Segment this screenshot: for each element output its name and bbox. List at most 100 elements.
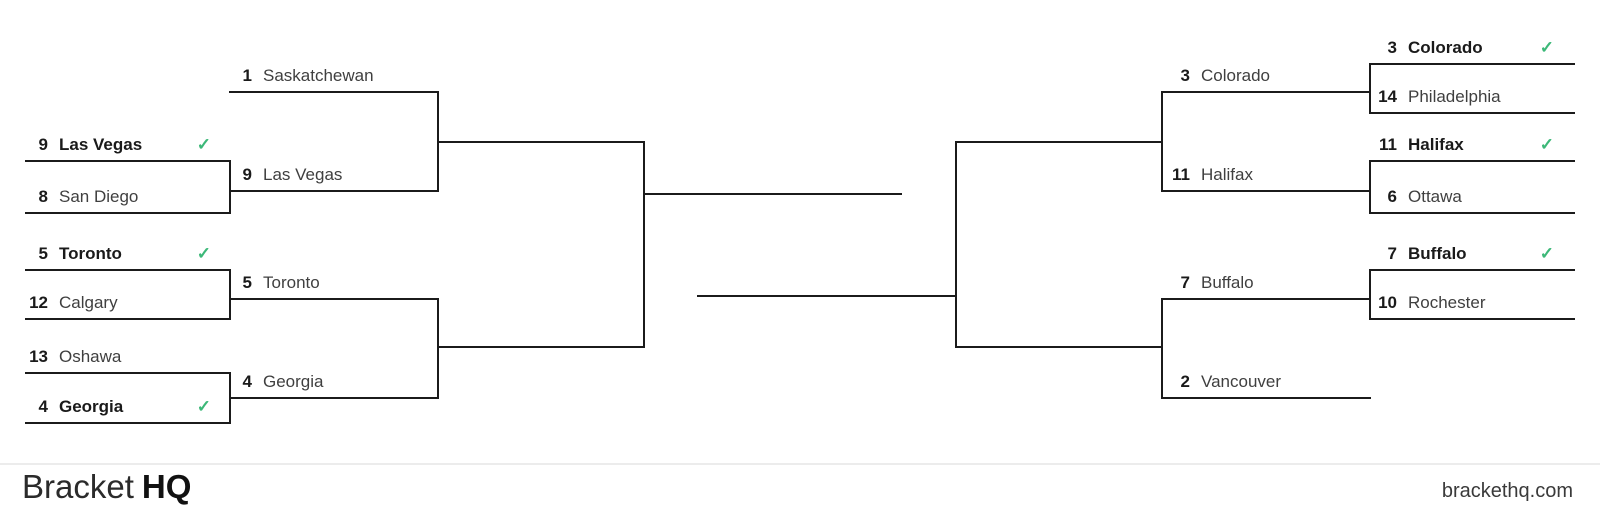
slot-r1-rochester: 10 Rochester (1377, 293, 1568, 313)
team-name: Georgia (263, 372, 324, 391)
bracket-line (437, 141, 645, 143)
team-name: Colorado (1408, 38, 1483, 57)
team-name: Vancouver (1201, 372, 1282, 391)
team-seed: 7 (1180, 273, 1190, 292)
slot-r1-toronto: 5 Toronto ✓ (28, 244, 225, 264)
bracket-line (643, 193, 902, 195)
team-seed: 10 (1378, 293, 1397, 312)
bracket-line (1369, 269, 1371, 320)
bracket-line (1161, 298, 1163, 399)
team-name: Las Vegas (263, 165, 343, 184)
brand-text-bold: HQ (141, 468, 192, 505)
team-name: Saskatchewan (263, 66, 374, 85)
slot-r2-buffalo: 7 Buffalo (1170, 273, 1355, 293)
team-seed: 1 (242, 66, 252, 85)
bracket-line (643, 141, 645, 348)
slot-r1-oshawa: 13 Oshawa (28, 347, 225, 367)
team-seed: 4 (242, 372, 252, 391)
bracket-line (1161, 190, 1371, 192)
team-seed: 12 (29, 293, 48, 312)
bracket-line (1369, 318, 1575, 320)
slot-r1-calgary: 12 Calgary (28, 293, 225, 313)
team-seed: 2 (1180, 372, 1190, 391)
team-seed: 13 (29, 347, 48, 366)
winner-check-icon: ✓ (196, 244, 211, 263)
slot-r2-las-vegas: 9 Las Vegas (232, 165, 422, 185)
bracket-line (955, 141, 1163, 143)
winner-check-icon: ✓ (1539, 244, 1554, 263)
team-seed: 8 (38, 187, 48, 206)
bracket-line (1161, 397, 1371, 399)
team-seed: 3 (1387, 38, 1397, 57)
bracket-line (25, 269, 231, 271)
team-seed: 11 (1379, 135, 1397, 154)
winner-check-icon: ✓ (196, 135, 211, 154)
slot-r1-las-vegas: 9 Las Vegas ✓ (28, 135, 225, 155)
team-name: Toronto (263, 273, 320, 292)
bracket-line (25, 318, 231, 320)
team-name: Oshawa (59, 347, 122, 366)
bracket-line (229, 397, 439, 399)
team-name: Buffalo (1201, 273, 1254, 292)
bracket-line (25, 160, 231, 162)
bracket-line (229, 269, 231, 320)
bracket-line (1369, 160, 1575, 162)
slot-r2-colorado: 3 Colorado (1170, 66, 1355, 86)
team-name: Halifax (1201, 165, 1253, 184)
team-name: Georgia (59, 397, 124, 416)
slot-r1-san-diego: 8 San Diego (28, 187, 225, 207)
slot-r1-buffalo: 7 Buffalo ✓ (1377, 244, 1568, 264)
slot-r1-halifax: 11 Halifax ✓ (1377, 135, 1568, 155)
slot-r2-saskatchewan: 1 Saskatchewan (232, 66, 422, 86)
bracket-line (229, 160, 231, 214)
team-seed: 3 (1180, 66, 1190, 85)
winner-check-icon: ✓ (196, 397, 211, 416)
bracket-line (229, 91, 439, 93)
winner-check-icon: ✓ (1539, 135, 1554, 154)
team-name: Halifax (1408, 135, 1464, 154)
winner-check-icon: ✓ (1539, 38, 1554, 57)
bracket-line (1369, 112, 1575, 114)
bracket-line (25, 372, 231, 374)
site-link[interactable]: brackethq.com (1441, 480, 1573, 502)
brand-text-light: Bracket (22, 468, 134, 505)
team-seed: 9 (38, 135, 48, 154)
bracket-line (955, 346, 1163, 348)
team-seed: 6 (1387, 187, 1397, 206)
slot-r1-ottawa: 6 Ottawa (1377, 187, 1568, 207)
team-name: Buffalo (1408, 244, 1467, 263)
bracket-line (955, 141, 957, 348)
slot-r2-toronto: 5 Toronto (232, 273, 422, 293)
bracket-line (1369, 63, 1575, 65)
bracket-line (1369, 212, 1575, 214)
bracket-line (1161, 91, 1371, 93)
team-seed: 9 (242, 165, 252, 184)
team-seed: 5 (38, 244, 48, 263)
team-name: Rochester (1408, 293, 1486, 312)
bracket-line (1369, 63, 1371, 114)
team-seed: 5 (242, 273, 252, 292)
team-seed: 4 (38, 397, 48, 416)
team-name: San Diego (59, 187, 139, 206)
bracket-line (437, 346, 645, 348)
team-name: Toronto (59, 244, 122, 263)
team-name: Las Vegas (59, 135, 143, 154)
team-name: Calgary (59, 293, 118, 312)
team-name: Ottawa (1408, 187, 1462, 206)
bracket-line (697, 295, 957, 297)
bracket-line (437, 298, 439, 399)
slot-r2-vancouver: 2 Vancouver (1170, 372, 1355, 392)
slot-r1-georgia: 4 Georgia ✓ (28, 397, 225, 417)
team-seed: 14 (1378, 87, 1397, 106)
slot-r2-halifax: 11 Halifax (1170, 165, 1355, 185)
slot-r1-colorado: 3 Colorado ✓ (1377, 38, 1568, 58)
slot-r1-philadelphia: 14 Philadelphia (1377, 87, 1568, 107)
team-name: Colorado (1201, 66, 1270, 85)
team-seed: 7 (1387, 244, 1397, 263)
team-seed: 11 (1172, 165, 1190, 184)
bracket-line (1369, 269, 1575, 271)
bracket-line (25, 422, 231, 424)
bracket-line (1161, 91, 1163, 192)
